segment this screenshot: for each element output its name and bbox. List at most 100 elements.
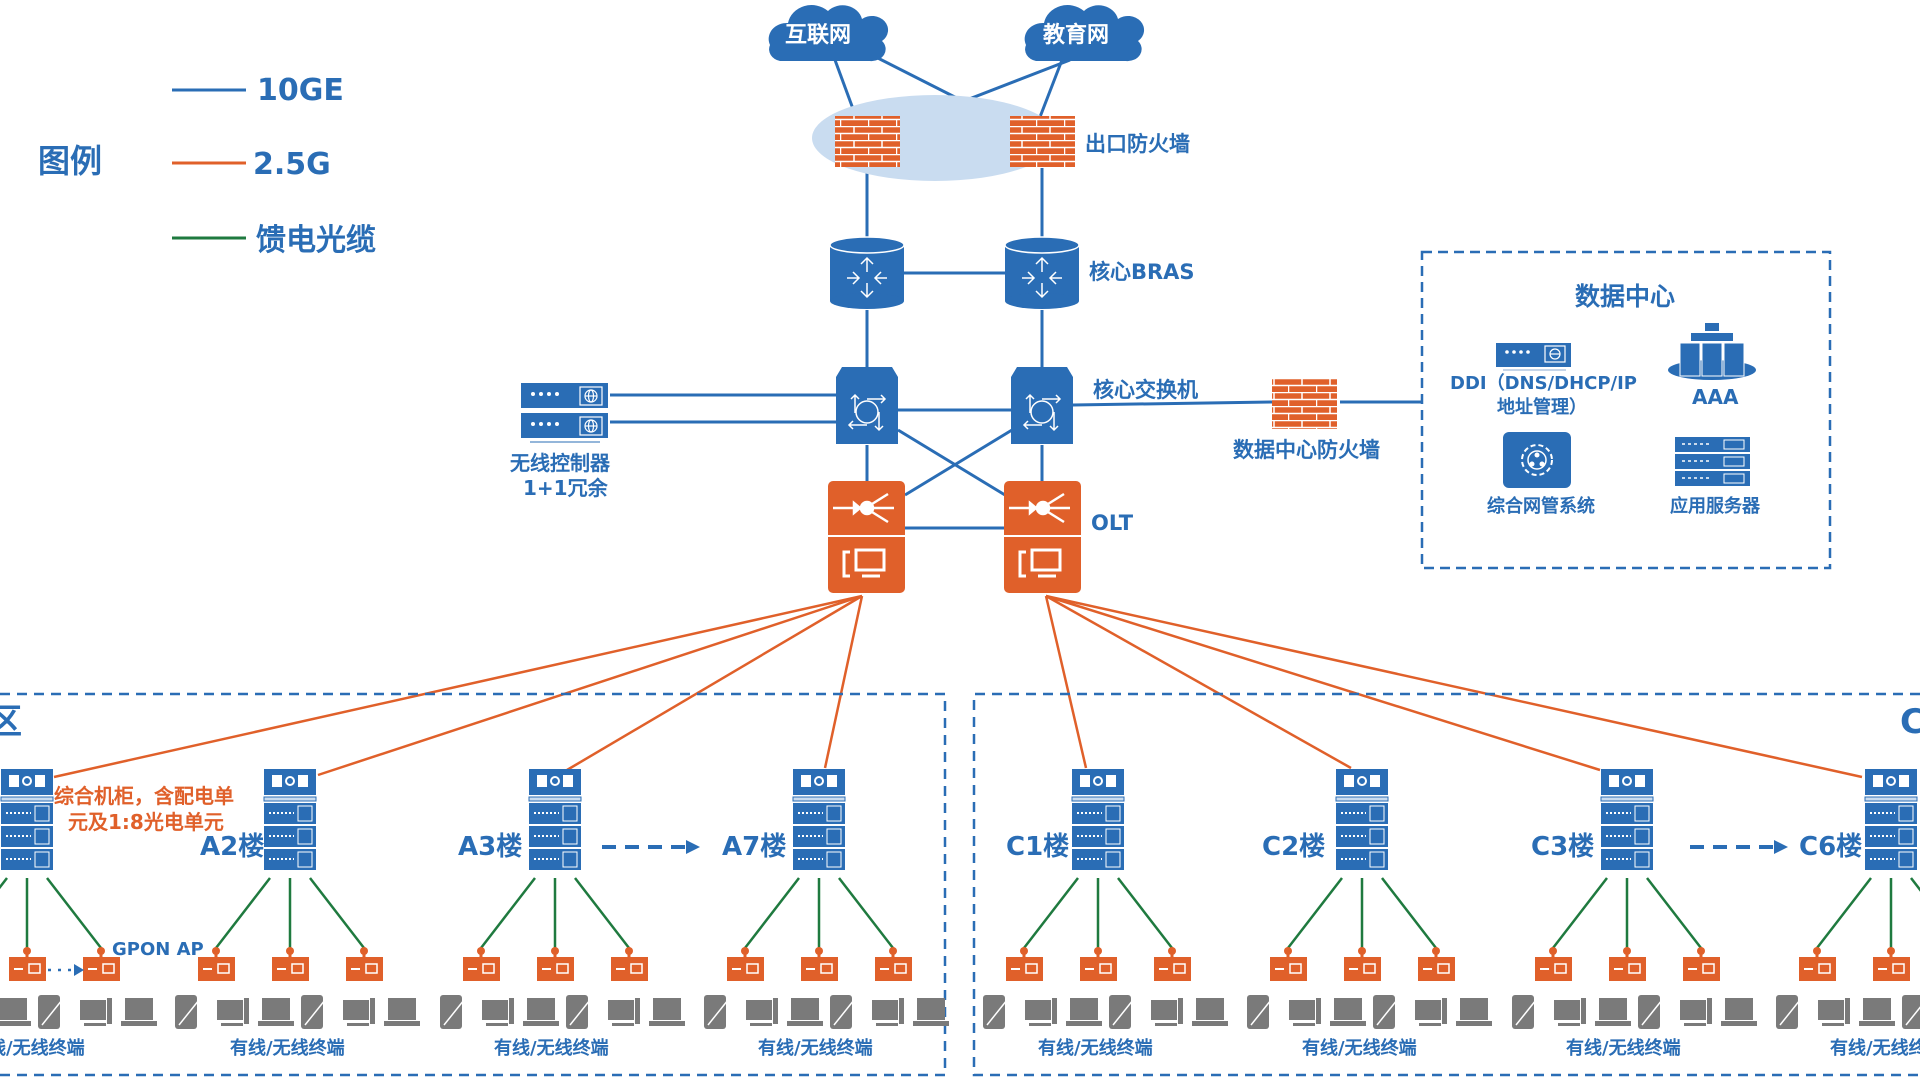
feeder-links	[1023, 877, 1173, 949]
bras-label: 核心BRAS	[1089, 260, 1195, 284]
gpon-ap	[1270, 947, 1307, 981]
distribution-cabinet	[1247, 769, 1492, 1029]
terminal-icon	[842, 548, 886, 578]
aaa-server-cluster	[1668, 323, 1756, 380]
cloud-education-network: 教育网	[1024, 5, 1145, 62]
feeder-links	[0, 877, 102, 949]
distribution-cabinet	[440, 769, 685, 1029]
terminal-label-c2: 有线/无线终端	[1302, 1037, 1417, 1059]
zone-a: 区	[0, 692, 947, 1077]
end-terminals	[1512, 995, 1757, 1029]
egress-firewall-label: 出口防火墙	[1085, 132, 1190, 156]
ddi-label-line2: 地址管理）	[1497, 396, 1587, 418]
gpon-ap	[1609, 947, 1646, 981]
feeder-links	[1287, 877, 1437, 949]
gpon-ap	[727, 947, 764, 981]
switch-arrows-icon	[1022, 393, 1062, 432]
olt-right	[1004, 481, 1081, 593]
terminal-label-a7: 有线/无线终端	[758, 1037, 873, 1059]
building-label-a2: A2楼	[200, 832, 264, 862]
continuation-arrow-a	[602, 840, 700, 854]
app-server-label: 应用服务器	[1670, 495, 1761, 517]
cloud-internet-label: 互联网	[785, 23, 851, 48]
bras-left	[829, 236, 905, 309]
globe-icon	[1544, 345, 1566, 363]
olt-distribution-links	[53, 594, 1863, 779]
terminal-label-a2: 有线/无线终端	[230, 1037, 345, 1059]
core-switch-right	[1011, 367, 1073, 444]
building-label-c2: C2楼	[1262, 832, 1325, 862]
building-label-a7: A7楼	[722, 832, 786, 862]
cloud-education-label: 教育网	[1043, 22, 1109, 48]
core-links	[610, 48, 1422, 530]
wireless-controller-label: 无线控制器	[510, 451, 611, 475]
terminal-icon	[1018, 548, 1062, 578]
switch-arrows-icon	[847, 393, 887, 432]
building-label-c6: C6楼	[1799, 832, 1862, 862]
datacenter-firewall	[1272, 378, 1337, 429]
gpon-ap	[1080, 947, 1117, 981]
gpon-ap	[346, 947, 383, 981]
feeder-links	[1816, 877, 1920, 949]
end-terminals	[175, 995, 420, 1029]
egress-firewall-right	[1010, 116, 1075, 167]
distribution-cabinet	[0, 769, 157, 1029]
distribution-cabinet	[1512, 769, 1757, 1029]
gpon-ap	[801, 947, 838, 981]
gpon-ap	[1154, 947, 1191, 981]
terminal-label-a1: 有线/无线终端	[0, 1037, 85, 1059]
olt-left	[828, 481, 905, 593]
gpon-ap	[1873, 947, 1910, 981]
gpon-ap	[1683, 947, 1720, 981]
legend-label-feeder: 馈电光缆	[256, 223, 376, 258]
datacenter-firewall-label: 数据中心防火墙	[1233, 438, 1380, 462]
ap-continuation-arrow	[48, 964, 84, 976]
gpon-ap	[9, 947, 46, 981]
cloud-internet: 互联网	[768, 5, 889, 62]
gpon-ap	[1344, 947, 1381, 981]
zone-c-title: C	[1900, 702, 1920, 742]
zone-c: C	[972, 692, 1920, 1077]
aaa-label: AAA	[1692, 385, 1739, 409]
end-terminals	[1776, 995, 1920, 1029]
gpon-ap	[611, 947, 648, 981]
gpon-ap	[1799, 947, 1836, 981]
gpon-ap	[1418, 947, 1455, 981]
legend: 图例 10GE 2.5G 馈电光缆	[38, 73, 376, 258]
feeder-links	[480, 877, 630, 949]
end-terminals	[983, 995, 1228, 1029]
ddi-server	[1496, 343, 1571, 371]
cabinet-note: 综合机柜，含配电单	[54, 784, 234, 808]
gpon-ap	[537, 947, 574, 981]
feeder-links	[744, 877, 894, 949]
end-terminals	[0, 995, 157, 1029]
terminal-label-c3: 有线/无线终端	[1566, 1037, 1681, 1059]
distribution-cabinet	[983, 769, 1228, 1029]
egress-firewall-left	[835, 116, 900, 167]
gpon-ap	[875, 947, 912, 981]
feeder-links	[1552, 877, 1702, 949]
router-arrows-icon	[847, 256, 887, 299]
bras-right	[1004, 236, 1080, 309]
olt-label: OLT	[1091, 511, 1134, 535]
core-switch-label: 核心交换机	[1093, 378, 1198, 402]
router-arrows-icon	[1022, 256, 1062, 299]
datacenter-panel: 数据中心 DDI（DNS/DHCP/IP 地址管理） AAA 综合网管系统	[1420, 250, 1832, 570]
gpon-ap	[198, 947, 235, 981]
legend-label-25g: 2.5G	[253, 147, 331, 182]
core-switch-left	[836, 367, 898, 444]
gpon-ap	[272, 947, 309, 981]
app-server-stack	[1675, 437, 1750, 486]
continuation-arrow-c	[1690, 840, 1788, 854]
end-terminals	[1247, 995, 1492, 1029]
cabinet-note-line2: 元及1:8光电单元	[68, 810, 224, 834]
zone-a-title: 区	[0, 702, 22, 742]
building-label-c3: C3楼	[1531, 832, 1594, 862]
building-label-a3: A3楼	[458, 832, 522, 862]
terminal-label-c1: 有线/无线终端	[1038, 1037, 1153, 1059]
gpon-ap	[1535, 947, 1572, 981]
nms-icon	[1503, 432, 1571, 488]
nms-label: 综合网管系统	[1487, 495, 1595, 517]
gpon-ap-label: GPON AP	[112, 939, 204, 960]
